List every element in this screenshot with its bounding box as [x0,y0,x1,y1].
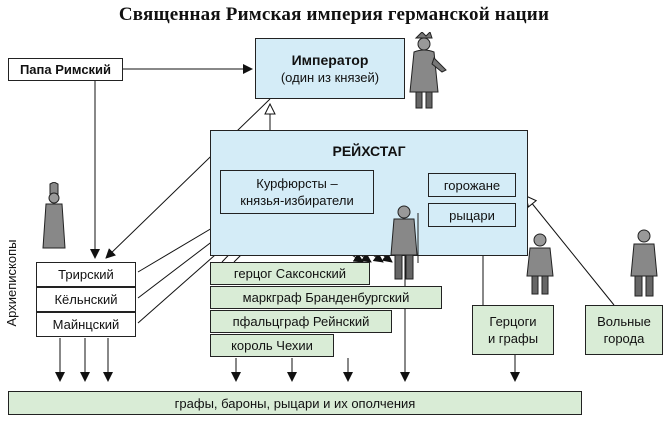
archbishop-cologne-label: Кёльнский [54,292,118,307]
bottom-bar: графы, бароны, рыцари и их ополчения [8,391,582,415]
knight-figure-icon [390,205,419,280]
pope-box: Папа Римский [8,58,123,81]
elector-palatine-label: пфальцграф Рейнский [232,314,370,329]
knights-box: рыцари [428,203,516,227]
bottom-label: графы, бароны, рыцари и их ополчения [174,395,416,411]
electors-box: Курфюрсты – князья-избиратели [220,170,374,214]
elector-saxony-box: герцог Саксонский [210,262,370,285]
elector-brandenburg-box: маркграф Бранденбургский [210,286,442,309]
emperor-subtitle: (один из князей) [280,69,380,85]
reichstag-title: РЕЙХСТАГ [332,143,406,159]
archbishop-mainz-box: Майнцский [36,312,136,337]
elector-palatine-box: пфальцграф Рейнский [210,310,392,333]
electors-label: Курфюрсты – князья-избиратели [240,176,354,208]
diagram-title: Священная Римская империя германской нац… [118,4,550,25]
archbishop-trier-box: Трирский [36,262,136,287]
archbishop-trier-label: Трирский [58,267,114,282]
burghers-label: горожане [443,177,501,193]
emperor-title: Император [291,51,369,68]
elector-bohemia-label: король Чехии [231,338,313,353]
archbishop-mainz-label: Майнцский [52,317,120,332]
archbishops-vertical-label: Архиепископы [4,239,19,327]
burghers-box: горожане [428,173,516,197]
pope-label: Папа Римский [19,62,112,77]
elector-bohemia-box: король Чехии [210,334,334,357]
emperor-figure-icon [409,32,447,109]
elector-brandenburg-label: маркграф Бранденбургский [242,290,410,305]
emperor-box: Император (один из князей) [255,38,405,99]
free-cities-label: Вольные города [597,314,651,346]
archbishop-figure-icon [42,182,66,249]
burgher-figure-icon [630,229,658,297]
knights-label: рыцари [449,207,495,223]
duke-figure-icon [526,233,554,295]
dukes-counts-box: Герцоги и графы [472,305,554,355]
archbishop-cologne-box: Кёльнский [36,287,136,312]
dukes-counts-label: Герцоги и графы [487,314,539,346]
arrow-cities-burghers [526,196,615,306]
free-cities-box: Вольные города [585,305,663,355]
arrow-emperor-archbishops [105,98,271,259]
elector-saxony-label: герцог Саксонский [233,266,347,281]
